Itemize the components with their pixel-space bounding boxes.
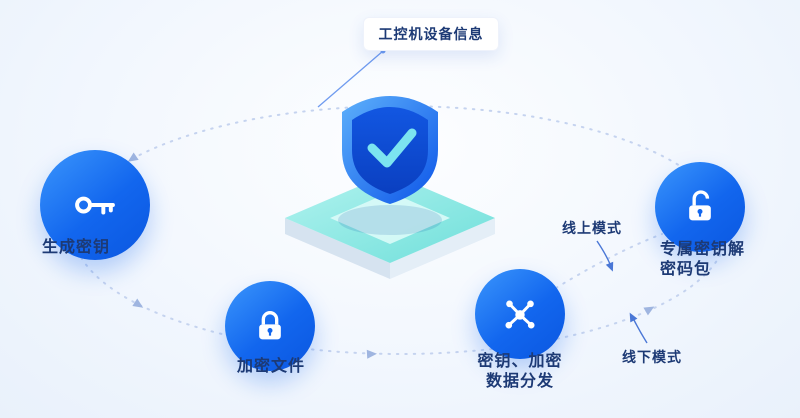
share-icon	[505, 300, 535, 329]
offline-pointer-line	[633, 319, 648, 344]
key-icon	[75, 196, 115, 215]
node-generate-key	[40, 150, 150, 260]
online-pointer-arrow-icon	[605, 261, 614, 272]
flow-arrow-icon	[132, 298, 144, 308]
flow-arrow-icon	[127, 152, 139, 162]
shield-platform-illustration	[285, 96, 495, 279]
node-label-distribute-line2: 数据分发	[485, 373, 554, 390]
node-label-decrypt-line1: 专属密钥解	[660, 241, 746, 258]
unlock-icon	[689, 190, 711, 221]
platform-side-left	[285, 218, 390, 279]
offline-pointer-arrow-icon	[629, 312, 638, 323]
callout-label: 工控机设备信息	[363, 17, 499, 51]
online-mode-label: 线上模式	[562, 220, 622, 236]
check-icon	[367, 128, 417, 168]
node-decrypt	[655, 162, 745, 252]
shield-shadow	[338, 205, 442, 235]
node-encrypt-file	[225, 281, 315, 371]
node-label-decrypt-line2: 密码包	[660, 261, 712, 278]
node-label-generate-key: 生成密钥	[42, 239, 111, 256]
offline-mode-label: 线下模式	[622, 349, 682, 365]
node-label-distribute: 密钥、加密 数据分发	[462, 352, 578, 392]
shield-inner	[352, 107, 428, 194]
lock-icon	[259, 311, 281, 340]
flow-arrow-icon	[643, 306, 655, 316]
online-pointer-line	[596, 240, 611, 265]
flow-arrow-icon	[366, 349, 377, 359]
node-label-decrypt: 专属密钥解 密码包	[660, 240, 756, 280]
platform-side-right	[390, 218, 495, 279]
platform-highlight	[330, 192, 450, 244]
node-distribute	[475, 269, 565, 359]
node-label-distribute-line1: 密钥、加密	[477, 353, 563, 370]
node-label-encrypt-file: 加密文件	[236, 358, 305, 375]
callout-line	[317, 50, 384, 108]
